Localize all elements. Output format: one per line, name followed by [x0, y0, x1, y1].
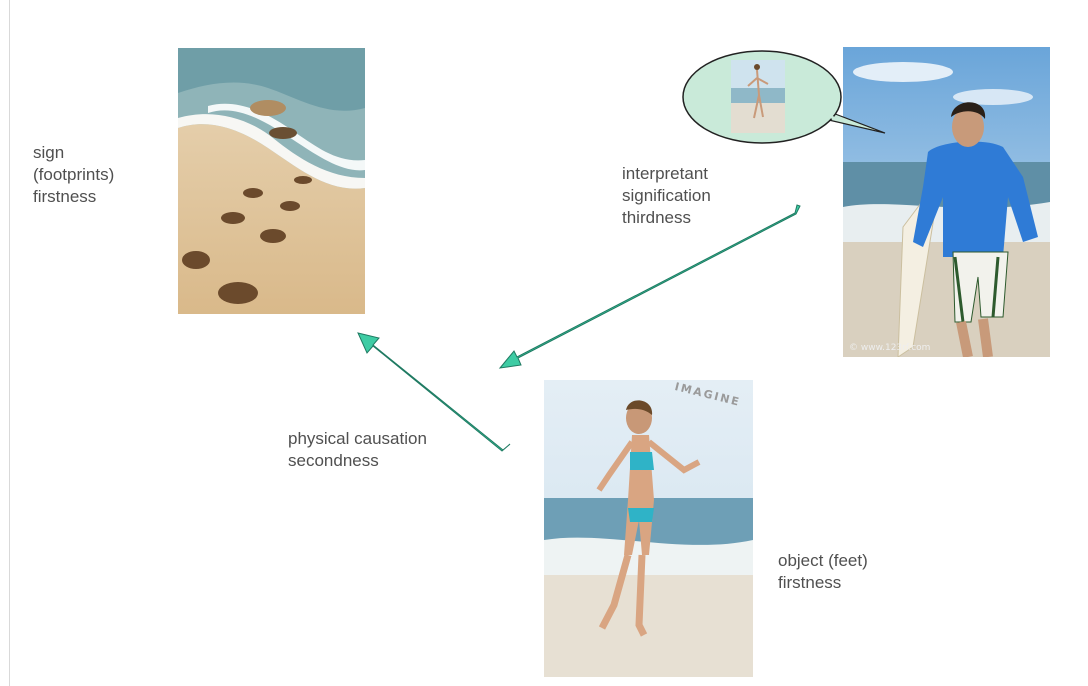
object-label: object (feet) firstness	[778, 550, 868, 594]
thought-bubble-thumbnail	[731, 60, 785, 133]
sign-label: sign (footprints) firstness	[33, 142, 114, 208]
interpretant-label: interpretant signification thirdness	[622, 163, 711, 229]
causation-label: physical causation secondness	[288, 428, 427, 472]
arrow-interpretant-to-object	[500, 205, 800, 368]
